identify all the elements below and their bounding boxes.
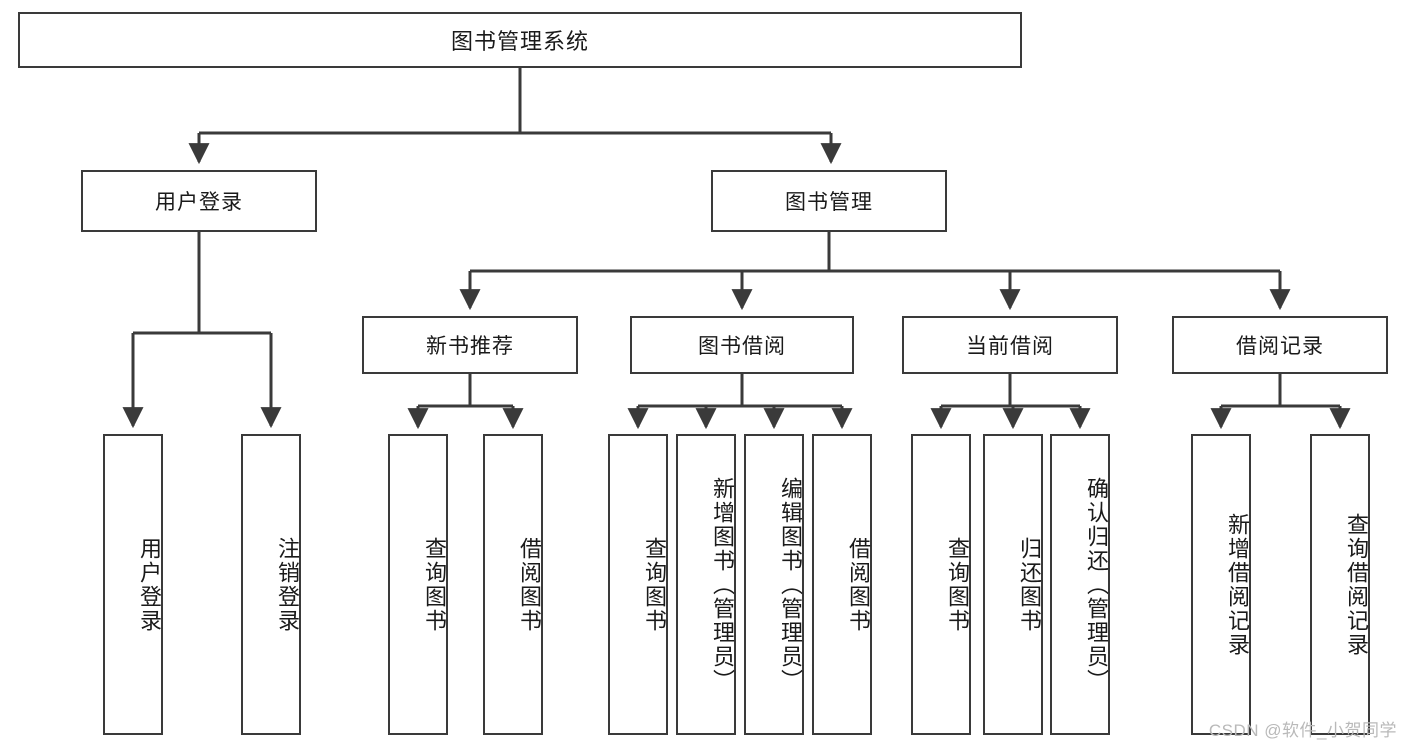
leaf-label: 归还图书 xyxy=(1017,536,1042,633)
leaf-borrow-book-newbook[interactable]: 借阅图书 xyxy=(483,434,543,735)
leaf-label: 查询图书 xyxy=(945,536,970,633)
leaf-confirm-return-admin[interactable]: 确认归还（管理员） xyxy=(1050,434,1110,735)
leaf-label: 新增借阅记录 xyxy=(1225,512,1250,657)
leaf-label: 注销登录 xyxy=(275,536,300,633)
node-borrow-record[interactable]: 借阅记录 xyxy=(1172,316,1388,374)
leaf-label: 借阅图书 xyxy=(846,536,871,633)
node-book-management[interactable]: 图书管理 xyxy=(711,170,947,232)
leaf-label: 借阅图书 xyxy=(517,536,542,633)
leaf-logout[interactable]: 注销登录 xyxy=(241,434,301,735)
leaf-label: 查询图书 xyxy=(642,536,667,633)
leaf-label: 确认归还（管理员） xyxy=(1084,476,1109,693)
leaf-add-book-admin[interactable]: 新增图书（管理员） xyxy=(676,434,736,735)
leaf-add-borrow-record[interactable]: 新增借阅记录 xyxy=(1191,434,1251,735)
leaf-label: 编辑图书（管理员） xyxy=(778,476,803,693)
node-root[interactable]: 图书管理系统 xyxy=(18,12,1022,68)
node-user-login[interactable]: 用户登录 xyxy=(81,170,317,232)
leaf-query-book-current[interactable]: 查询图书 xyxy=(911,434,971,735)
leaf-user-login[interactable]: 用户登录 xyxy=(103,434,163,735)
leaf-query-book-newbook[interactable]: 查询图书 xyxy=(388,434,448,735)
leaf-label: 查询图书 xyxy=(422,536,447,633)
leaf-label: 查询借阅记录 xyxy=(1344,512,1369,657)
node-book-borrow[interactable]: 图书借阅 xyxy=(630,316,854,374)
node-new-book-recommend[interactable]: 新书推荐 xyxy=(362,316,578,374)
leaf-return-book[interactable]: 归还图书 xyxy=(983,434,1043,735)
leaf-borrow-book[interactable]: 借阅图书 xyxy=(812,434,872,735)
leaf-label: 新增图书（管理员） xyxy=(710,476,735,693)
leaf-label: 用户登录 xyxy=(137,536,162,633)
leaf-edit-book-admin[interactable]: 编辑图书（管理员） xyxy=(744,434,804,735)
csdn-watermark: CSDN @软件_小贺同学 xyxy=(1208,721,1397,740)
leaf-query-borrow-record[interactable]: 查询借阅记录 xyxy=(1310,434,1370,735)
leaf-query-book-borrow[interactable]: 查询图书 xyxy=(608,434,668,735)
node-current-borrow[interactable]: 当前借阅 xyxy=(902,316,1118,374)
